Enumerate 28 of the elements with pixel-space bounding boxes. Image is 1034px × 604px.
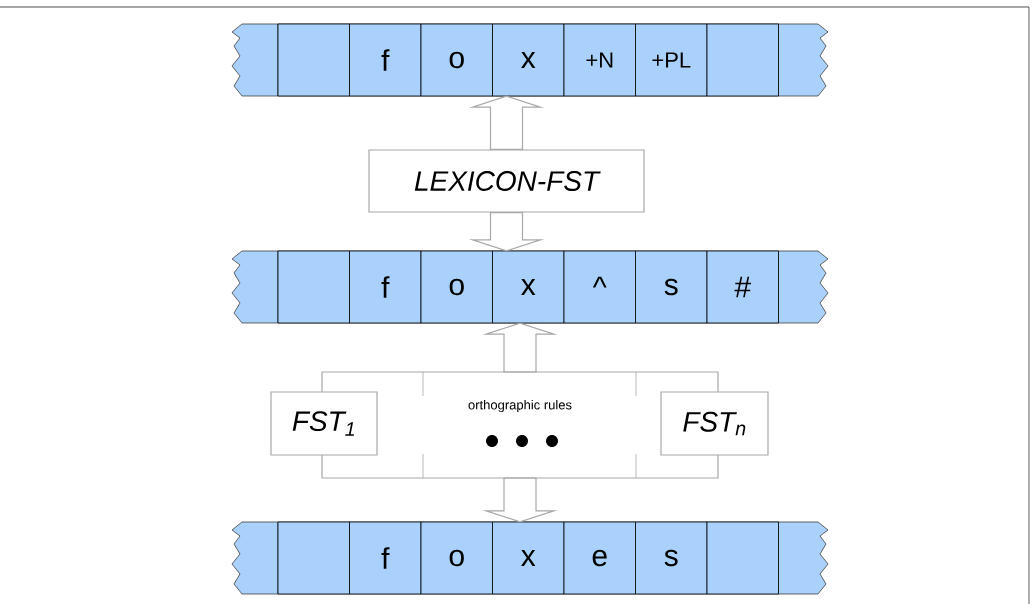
tape-cell: # [706, 250, 779, 324]
fst-box: FST$_{1}$ [270, 391, 378, 456]
hollow-arrow [468, 212, 545, 252]
tape-cell: x [492, 23, 565, 97]
tape-cell: s [635, 250, 708, 324]
tape-cell: o [420, 250, 493, 324]
tape-cell: o [420, 23, 493, 97]
tape-cell: f [349, 521, 422, 595]
hollow-arrow [468, 95, 545, 150]
tape-cell: x [492, 250, 565, 324]
empty-tape-cell [706, 23, 779, 97]
tape-cell: o [420, 521, 493, 595]
tape-cell: x [492, 521, 565, 595]
tape-cell: s [635, 521, 708, 595]
tape-cell: +PL [635, 23, 708, 97]
tape-cell: ^ [563, 250, 636, 324]
empty-tape-cell [277, 23, 350, 97]
empty-tape-cell [706, 521, 779, 595]
empty-tape-cell [277, 250, 350, 324]
fst-box: FST$_{n}$ [660, 391, 769, 456]
hollow-arrow [482, 477, 558, 523]
tape-cell: +N [563, 23, 636, 97]
tape-cell: f [349, 23, 422, 97]
tape-cell: f [349, 250, 422, 324]
empty-tape-cell [277, 521, 350, 595]
fst-box: LEXICON-FST [368, 149, 645, 213]
tape-cell: e [563, 521, 636, 595]
hollow-arrow [482, 322, 558, 373]
